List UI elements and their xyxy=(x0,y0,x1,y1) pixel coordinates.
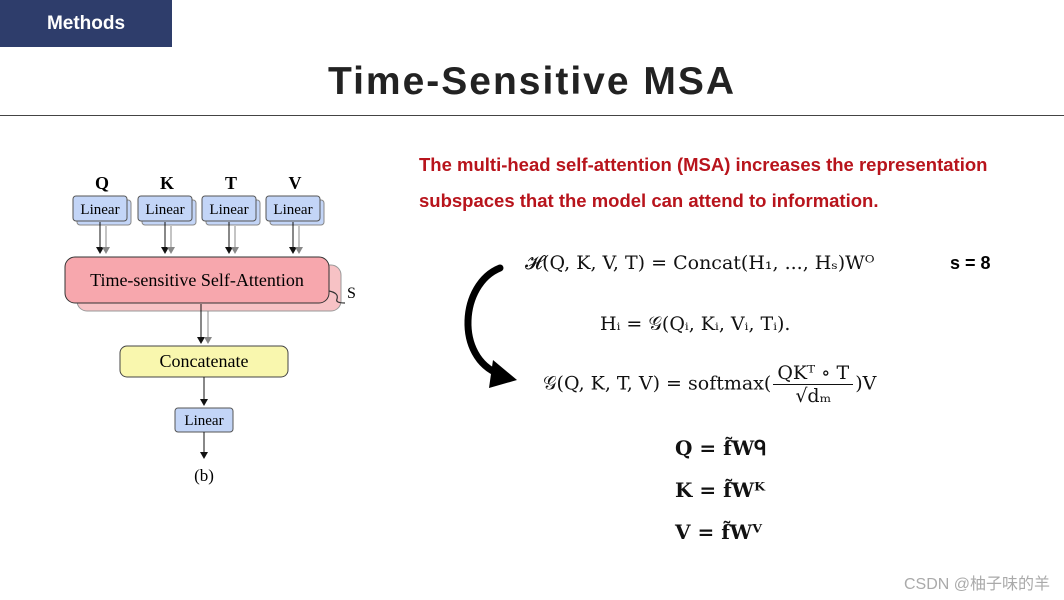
section-tag: Methods xyxy=(0,0,172,47)
linear-label-t: Linear xyxy=(209,202,248,218)
equation-v-projection: V = f̃Wⱽ xyxy=(675,520,763,544)
attention-numerator: QKᵀ ∘ T xyxy=(773,362,854,385)
page-title: Time-Sensitive MSA xyxy=(327,60,737,103)
concatenate-label: Concatenate xyxy=(160,351,249,371)
equation-k-projection: K = f̃Wᴷ xyxy=(675,478,766,502)
equation-head: Hᵢ = 𝒢(Qᵢ, Kᵢ, Vᵢ, Tᵢ). xyxy=(600,313,791,335)
equation-multi-head: 𝓗(Q, K, V, T) = Concat(H₁, ..., Hₛ)Wᴼ xyxy=(525,252,875,274)
linear-box-t: Linear xyxy=(201,195,261,226)
equation-attention-lhs: 𝒢(Q, K, T, V) = softmax( xyxy=(543,372,772,395)
diagram-caption: (b) xyxy=(194,466,214,485)
title-divider xyxy=(0,115,1064,116)
linear-label-k: Linear xyxy=(145,202,184,218)
linear-box-q: Linear xyxy=(72,195,132,226)
equation-attention: 𝒢(Q, K, T, V) = softmax(QKᵀ ∘ T√dₘ)V xyxy=(543,362,876,407)
watermark: CSDN @柚子味的羊 xyxy=(903,576,1050,593)
param-note: s = 8 xyxy=(950,253,991,273)
attention-box: Time-sensitive Self-Attention xyxy=(64,256,342,312)
input-v-label: V xyxy=(289,173,302,193)
attention-denominator: √dₘ xyxy=(795,385,832,407)
input-arrows xyxy=(96,222,303,254)
linear-box-v: Linear xyxy=(265,195,325,226)
attention-fraction: QKᵀ ∘ T√dₘ xyxy=(773,362,854,407)
heads-label: S xyxy=(347,285,356,302)
output-linear-label: Linear xyxy=(184,413,223,429)
linear-label-v: Linear xyxy=(273,202,312,218)
linear-label-q: Linear xyxy=(80,202,119,218)
input-t-label: T xyxy=(225,173,237,193)
concatenate-box: Concatenate xyxy=(119,345,289,378)
curved-arrow-icon xyxy=(464,264,517,388)
output-linear-box: Linear xyxy=(174,407,234,433)
equation-q-projection: Q = f̃Wᑫ xyxy=(675,436,767,460)
linear-box-k: Linear xyxy=(137,195,197,226)
msa-architecture-diagram: Q K T V Linear Linear Linear Linear Tim xyxy=(64,173,356,485)
input-k-label: K xyxy=(160,173,174,193)
heads-bracket xyxy=(328,290,346,304)
input-q-label: Q xyxy=(95,173,109,193)
attention-label: Time-sensitive Self-Attention xyxy=(90,270,304,290)
equation-attention-rhs: )V xyxy=(855,372,877,395)
description-text: The multi-head self-attention (MSA) incr… xyxy=(419,154,988,211)
